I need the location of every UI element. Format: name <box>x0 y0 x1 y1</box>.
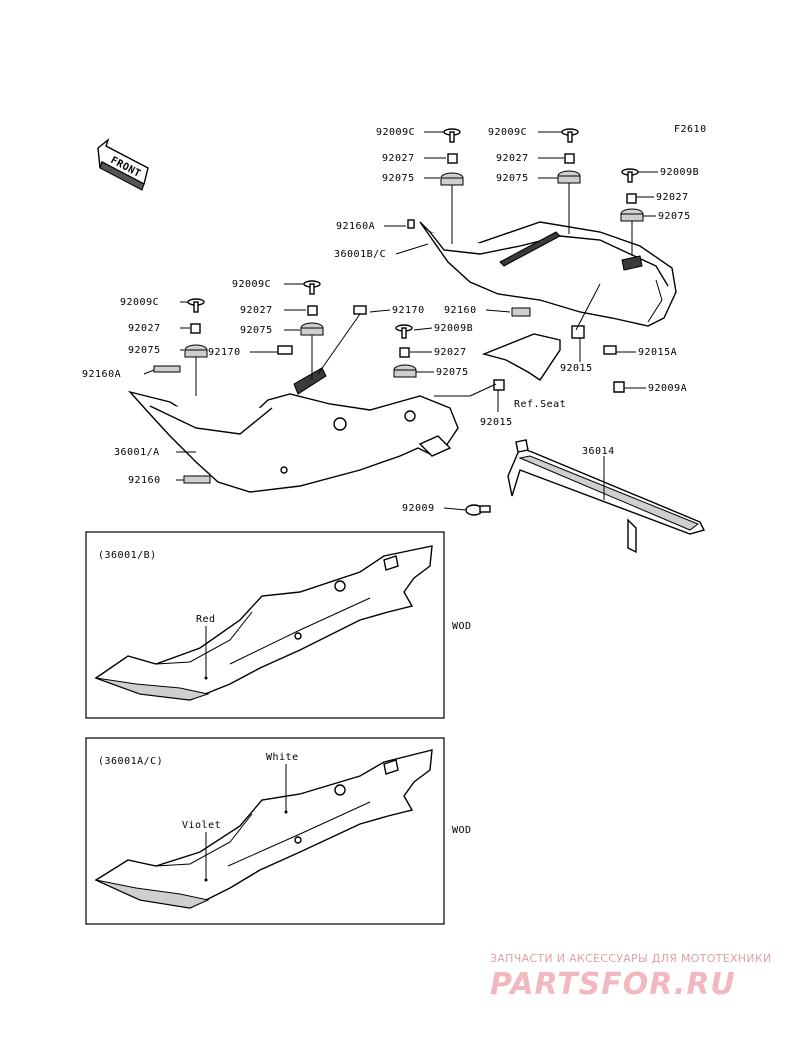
label-92075-b: 92075 <box>496 173 529 184</box>
inset-ac-title: (36001A/C) <box>98 756 163 767</box>
screw-92009 <box>465 504 491 516</box>
inset-b-color-label: Red <box>196 614 216 625</box>
clip-92170-b <box>277 345 293 355</box>
label-ref-seat: Ref.Seat <box>514 399 566 410</box>
label-92009c-b: 92009C <box>488 127 527 138</box>
bracket-36014 <box>507 439 706 554</box>
label-92160a-b: 92160A <box>82 369 121 380</box>
label-92170-b: 92170 <box>208 347 241 358</box>
label-92075-e: 92075 <box>128 345 161 356</box>
label-92027-a: 92027 <box>382 153 415 164</box>
pad-92160-b <box>183 475 211 484</box>
bolt-stack-b <box>557 128 581 184</box>
label-92160-b: 92160 <box>128 475 161 486</box>
bolt-stack-a <box>440 128 464 186</box>
screw-92009a <box>613 381 625 393</box>
label-36001a: 36001/A <box>114 447 160 458</box>
label-92075-d: 92075 <box>240 325 273 336</box>
inset-b-side-label: WOD <box>452 621 472 632</box>
label-92027-b: 92027 <box>496 153 529 164</box>
label-92009c-a: 92009C <box>376 127 415 138</box>
inset-36001b: (36001/B) Red <box>85 531 445 719</box>
clip-92170-a <box>353 305 367 315</box>
watermark-brand: PARTSFOR.RU <box>490 967 736 1002</box>
seat-cover-right <box>419 221 677 327</box>
label-92009c-c: 92009C <box>232 279 271 290</box>
label-92015a: 92015A <box>638 347 677 358</box>
bolt-stack-e <box>184 298 208 358</box>
bolt-stack-d <box>300 280 324 336</box>
watermark-tagline: ЗАПЧАСТИ И АКСЕССУАРЫ ДЛЯ МОТОТЕХНИКИ <box>490 952 772 965</box>
ref-seat-plate <box>481 333 561 381</box>
label-92027-f: 92027 <box>434 347 467 358</box>
label-92009a: 92009A <box>648 383 687 394</box>
label-36014: 36014 <box>582 446 615 457</box>
label-92075-c: 92075 <box>658 211 691 222</box>
pad-92160a <box>153 365 181 373</box>
label-92027-e: 92027 <box>128 323 161 334</box>
nut-92015-b <box>493 379 505 391</box>
inset-ac-color-upper: White <box>266 752 299 763</box>
nut-92015-a <box>571 325 585 339</box>
label-92160-a: 92160 <box>444 305 477 316</box>
label-92015-b: 92015 <box>480 417 513 428</box>
inset-ac-color-lower: Violet <box>182 820 221 831</box>
front-arrow-icon: FRONT <box>97 137 149 191</box>
label-92075-a: 92075 <box>382 173 415 184</box>
seat-cover-left <box>127 367 459 493</box>
label-92027-c: 92027 <box>656 192 689 203</box>
label-36001bc: 36001B/C <box>334 249 386 260</box>
label-92015-a: 92015 <box>560 363 593 374</box>
clip-92160a <box>407 219 415 229</box>
nut-92015a <box>603 345 617 355</box>
label-92009b-a: 92009B <box>660 167 699 178</box>
label-92027-d: 92027 <box>240 305 273 316</box>
bolt-stack-c <box>620 168 644 222</box>
inset-36001ac: (36001A/C) White Violet <box>85 737 445 925</box>
diagram-code: F2610 <box>674 124 707 135</box>
pad-92160 <box>511 307 531 317</box>
inset-b-title: (36001/B) <box>98 550 157 561</box>
label-92075-f: 92075 <box>436 367 469 378</box>
label-92009b-b: 92009B <box>434 323 473 334</box>
leader-lines <box>143 131 658 511</box>
inset-ac-side-label: WOD <box>452 825 472 836</box>
label-92160a-a: 92160A <box>336 221 375 232</box>
label-92009c-d: 92009C <box>120 297 159 308</box>
bolt-stack-f <box>393 324 417 378</box>
label-92009: 92009 <box>402 503 435 514</box>
label-92170-a: 92170 <box>392 305 425 316</box>
